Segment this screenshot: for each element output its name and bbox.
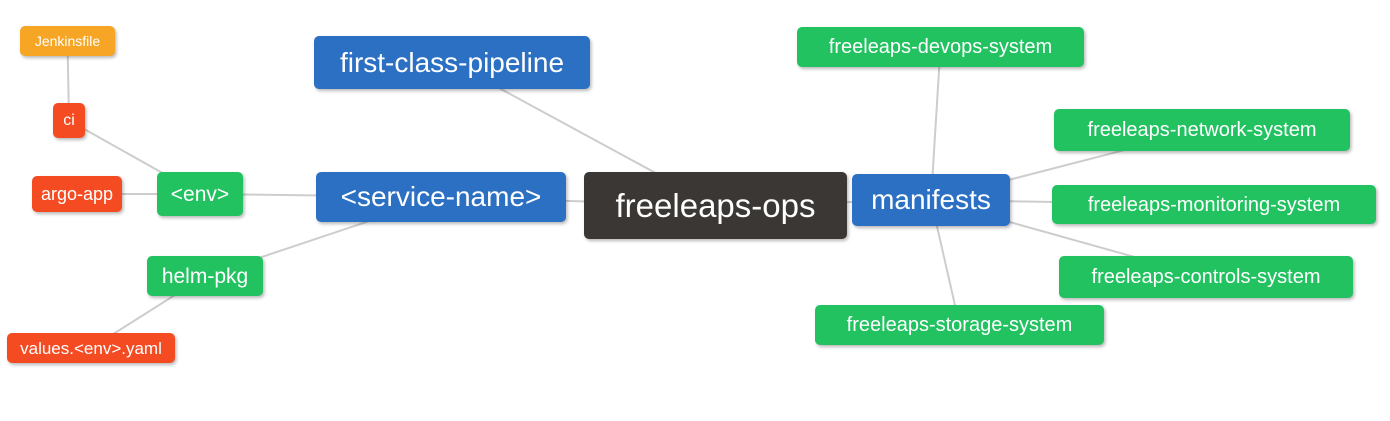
node-service-name[interactable]: <service-name> [316,172,566,222]
node-ci[interactable]: ci [53,103,85,138]
node-devops-system[interactable]: freeleaps-devops-system [797,27,1084,67]
node-storage-system[interactable]: freeleaps-storage-system [815,305,1104,345]
node-jenkinsfile[interactable]: Jenkinsfile [20,26,115,56]
node-env[interactable]: <env> [157,172,243,216]
node-monitoring-system[interactable]: freeleaps-monitoring-system [1052,185,1376,224]
node-values-env-yaml[interactable]: values.<env>.yaml [7,333,175,363]
node-freeleaps-ops-root[interactable]: freeleaps-ops [584,172,847,239]
node-first-class-pipeline[interactable]: first-class-pipeline [314,36,590,89]
node-argo-app[interactable]: argo-app [32,176,122,212]
node-helm-pkg[interactable]: helm-pkg [147,256,263,296]
node-controls-system[interactable]: freeleaps-controls-system [1059,256,1353,298]
node-network-system[interactable]: freeleaps-network-system [1054,109,1350,151]
node-manifests[interactable]: manifests [852,174,1010,226]
